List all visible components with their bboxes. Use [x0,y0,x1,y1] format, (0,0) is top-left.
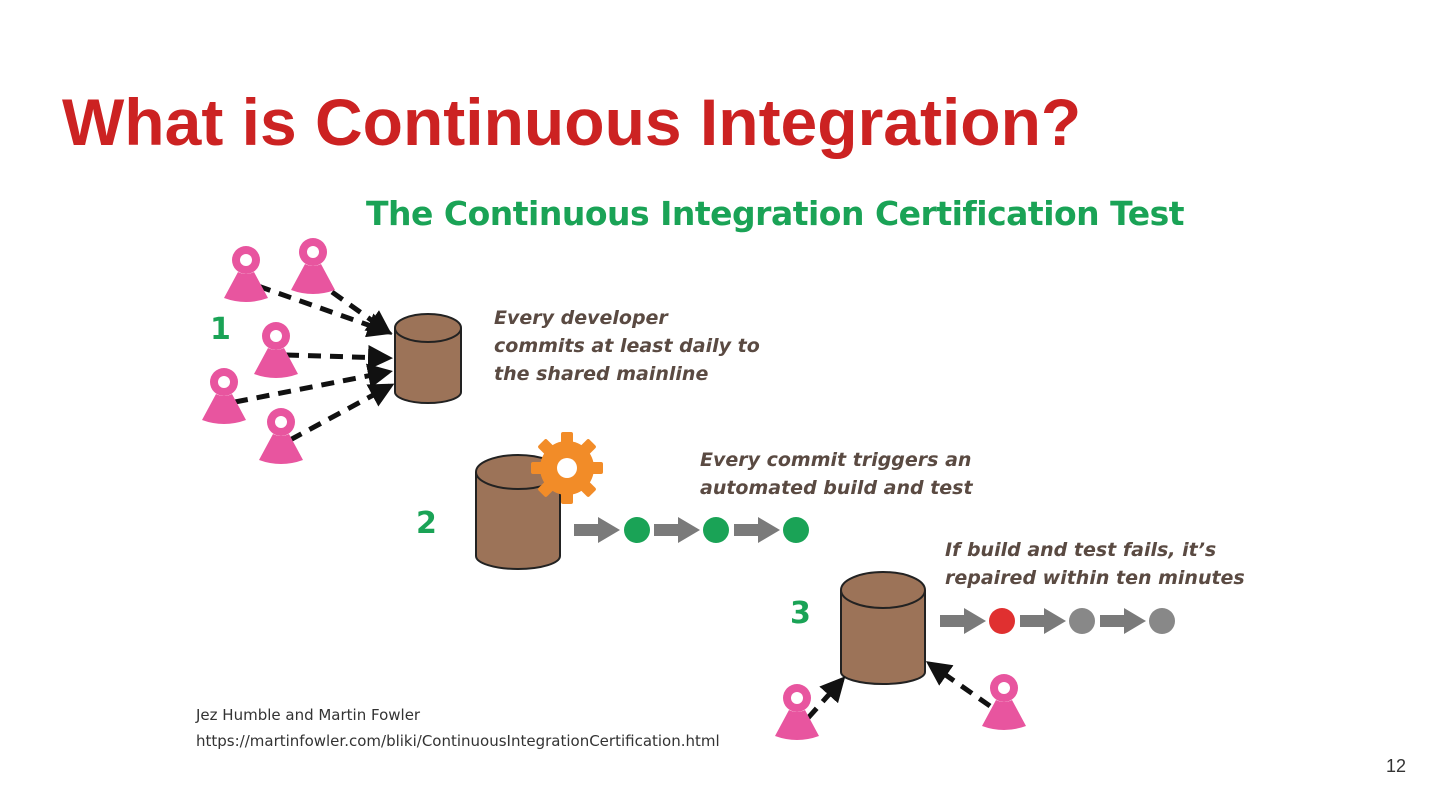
caption-line: the shared mainline [494,363,709,385]
gear-icon [531,432,603,504]
developer-icon [291,238,335,294]
build-status-dot [703,517,729,543]
build-status-dot [1069,608,1095,634]
step-number-2: 2 [416,506,437,541]
step-number-3: 3 [790,596,811,631]
step-1-group [202,238,462,464]
build-arrow-icon [940,608,986,634]
build-status-dot [989,608,1015,634]
build-arrow-icon [734,517,780,543]
build-arrow-icon [574,517,620,543]
build-status-dot [783,517,809,543]
caption-line: automated build and test [700,477,973,499]
build-arrow-icon [1020,608,1066,634]
build-pipeline-pass [574,517,809,543]
caption-line: Every developer [494,307,668,329]
repository-icon [840,571,926,685]
developer-icon [202,368,246,424]
step-number-1: 1 [210,312,231,347]
slide-title: What is Continuous Integration? [62,85,1082,159]
step-3-caption: If build and test fails, it’s repaired w… [945,536,1245,592]
credit-url[interactable]: https://martinfowler.com/bliki/Continuou… [196,732,720,750]
step-3-group [775,571,1175,740]
repository-icon [475,454,561,570]
caption-line: Every commit triggers an [700,449,972,471]
build-status-dot [1149,608,1175,634]
step-3-arrows [806,661,992,720]
step-1-caption: Every developer commits at least daily t… [494,304,760,388]
build-arrow-icon [654,517,700,543]
repository-icon [394,313,462,404]
credit-authors: Jez Humble and Martin Fowler [196,706,421,724]
step-2-group [475,432,809,570]
build-status-dot [624,517,650,543]
diagram-title: The Continuous Integration Certification… [366,194,1185,233]
caption-line: commits at least daily to [494,335,760,357]
caption-line: If build and test fails, it’s [945,539,1217,561]
page-number: 12 [1385,756,1406,776]
caption-line: repaired within ten minutes [945,567,1245,589]
build-arrow-icon [1100,608,1146,634]
developer-icon [254,322,298,378]
developer-icon [224,246,268,302]
build-pipeline-fail [940,608,1175,634]
step-2-caption: Every commit triggers an automated build… [700,446,973,502]
step-1-arrows [234,283,395,443]
